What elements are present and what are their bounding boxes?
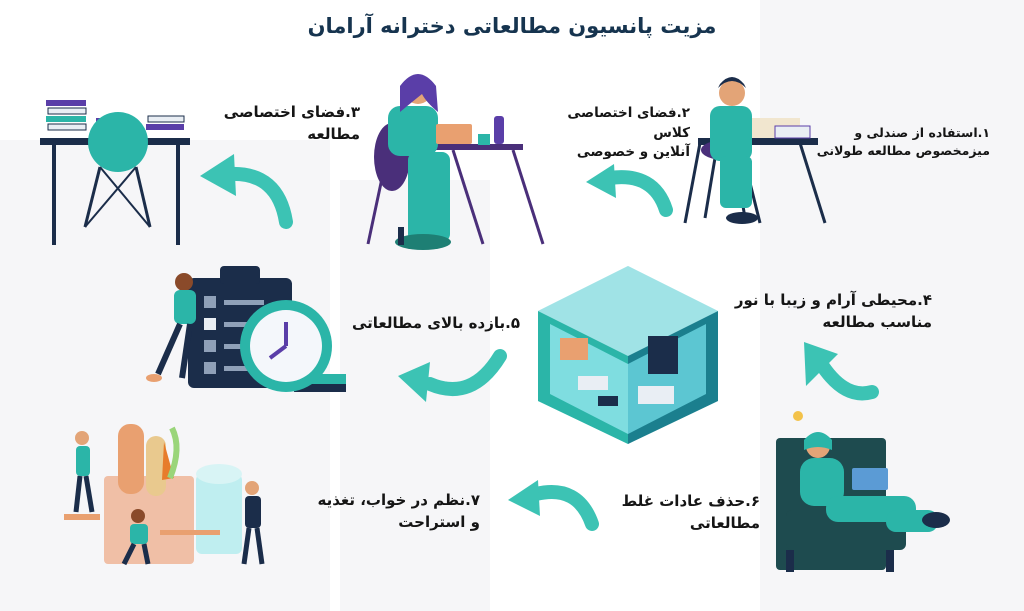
online-class-illustration [366, 74, 545, 250]
flow-arrow-4-to-5 [398, 349, 507, 402]
benefit-4-label: ۴.محیطی آرام و زیبا با نور مناسب مطالعه [734, 291, 932, 331]
isometric-room-illustration [538, 266, 718, 444]
benefit-1-label: ۱.استفاده از صندلی و میزمخصوص مطالعه طول… [816, 125, 990, 159]
groceries-family-illustration [64, 424, 265, 566]
benefit-2-label: ۲.فضای اختصاصی کلاس آنلاین و خصوصی [567, 105, 690, 161]
benefit-6-label: ۶.حذف عادات غلط مطالعاتی [621, 492, 760, 532]
benefit-3-label: ۳.فضای اختصاصی مطالعه [223, 103, 360, 143]
study-desk-illustration [40, 100, 190, 245]
flow-arrow-3-to-4 [804, 342, 879, 401]
benefit-7-label: ۷.نظم در خواب، تغذیه و استراحت [317, 491, 480, 531]
background-shape-center [340, 180, 490, 611]
student-reading-illustration [683, 77, 827, 224]
benefit-5-label: ۵.بازده بالای مطالعاتی [351, 314, 520, 332]
checklist-clock-illustration [146, 266, 346, 392]
flow-arrow-2-to-3 [200, 154, 293, 229]
flow-arrow-6-to-7 [508, 480, 599, 531]
page-title: مزیت پانسیون مطالعاتی دخترانه آرامان [307, 14, 717, 38]
relaxing-armchair-illustration [776, 411, 950, 572]
flow-arrow-1-to-2 [586, 164, 673, 217]
